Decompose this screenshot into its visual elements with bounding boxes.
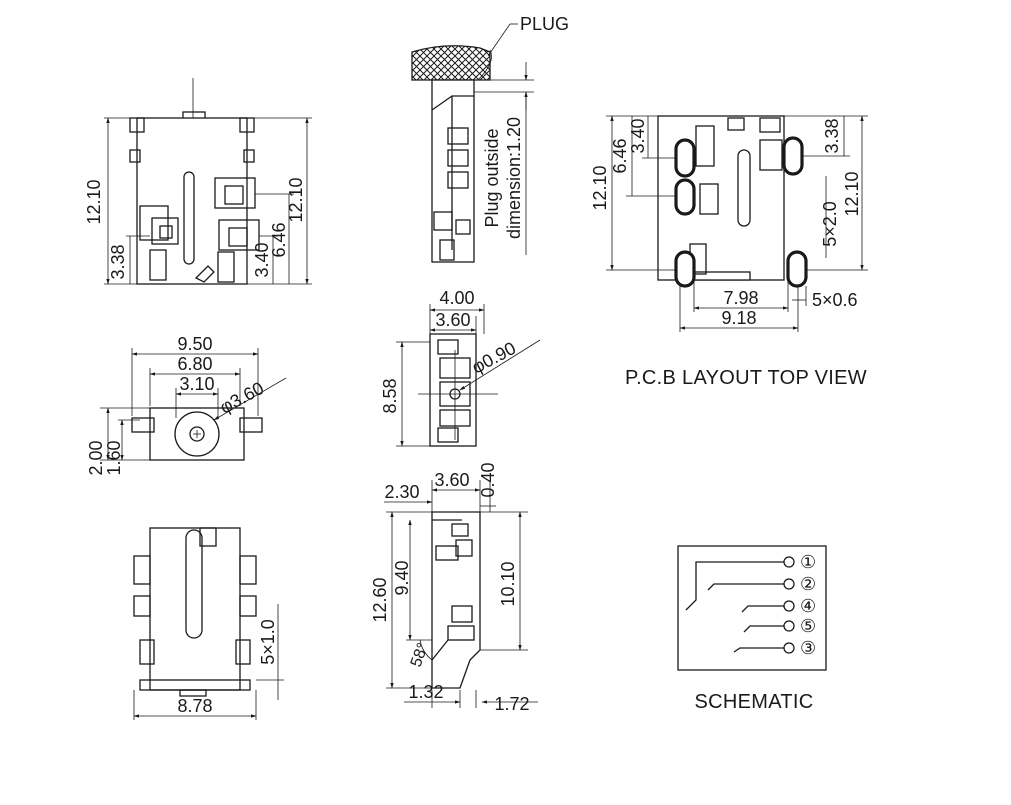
dim-front-width-3: 3.10 bbox=[179, 374, 214, 394]
dim-pcb-left-mid: 6.46 bbox=[610, 138, 630, 173]
dim-section-width-2: 3.60 bbox=[434, 470, 469, 490]
pcb-pad bbox=[674, 178, 696, 216]
schematic-caption: SCHEMATIC bbox=[695, 691, 814, 713]
pcb-layout-caption: P.C.B LAYOUT TOP VIEW bbox=[625, 367, 867, 389]
dim-side-right-mid: 6.46 bbox=[269, 222, 289, 257]
dim-section-height-2: 9.40 bbox=[392, 560, 412, 595]
pcb-pad bbox=[674, 250, 696, 288]
dim-front-width-1: 9.50 bbox=[177, 334, 212, 354]
dim-side-left-height: 12.10 bbox=[84, 179, 104, 224]
pin-label: ① bbox=[800, 552, 816, 572]
dim-front-width-2: 6.80 bbox=[177, 354, 212, 374]
pcb-layout-view: 12.10 6.46 3.40 3.38 12.10 5×2.0 7.98 9.… bbox=[590, 115, 868, 389]
pin-label: ④ bbox=[800, 596, 816, 616]
dim-pcb-right-height: 12.10 bbox=[842, 171, 862, 216]
dim-section-bottom-2: 1.72 bbox=[494, 694, 529, 714]
dim-pcb-pad: 5×0.6 bbox=[812, 290, 858, 310]
dim-top-width-2: 3.60 bbox=[435, 310, 470, 330]
dim-top-width-1: 4.00 bbox=[439, 288, 474, 308]
dim-pcb-left-height: 12.10 bbox=[590, 165, 610, 210]
dim-section-width-1: 2.30 bbox=[384, 482, 419, 502]
dim-section-height-1: 12.60 bbox=[370, 577, 390, 622]
pcb-pad bbox=[674, 138, 696, 178]
front-view: 9.50 6.80 3.10 φ3.60 2.00 1.60 bbox=[86, 334, 287, 476]
dim-side-left-low: 3.38 bbox=[108, 244, 128, 279]
dim-section-bottom-1: 1.32 bbox=[408, 682, 443, 702]
dim-pcb-width-inner: 7.98 bbox=[723, 288, 758, 308]
plug-label: PLUG bbox=[520, 14, 569, 34]
plug-section-view: PLUG Plug outside dimension:1.20 bbox=[411, 14, 569, 263]
pcb-pad bbox=[782, 136, 804, 176]
dim-front-height-2: 1.60 bbox=[104, 440, 124, 475]
dim-section-angle: 58° bbox=[408, 641, 432, 670]
dim-side-right-low: 3.40 bbox=[252, 242, 272, 277]
pin-label: ② bbox=[800, 574, 816, 594]
dim-pcb-left-top: 3.40 bbox=[628, 118, 648, 153]
dim-top-height: 8.58 bbox=[380, 378, 400, 413]
side-view: 12.10 3.38 12.10 6.46 3.40 bbox=[84, 78, 312, 285]
dim-pcb-right-pitch: 5×2.0 bbox=[820, 201, 840, 247]
pin-label: ⑤ bbox=[800, 616, 816, 636]
plug-outside-label-2: dimension:1.20 bbox=[504, 117, 524, 239]
dim-pcb-width-outer: 9.18 bbox=[721, 308, 756, 328]
dim-section-width-3: 0.40 bbox=[478, 462, 498, 497]
bottom-view: 8.78 5×1.0 bbox=[133, 527, 284, 720]
dim-bottom-width: 8.78 bbox=[177, 696, 212, 716]
section-view: 2.30 3.60 0.40 12.60 9.40 10.10 58° 1.32… bbox=[370, 462, 538, 714]
top-view: 4.00 3.60 8.58 φ0.90 bbox=[380, 288, 541, 447]
dim-section-height-3: 10.10 bbox=[498, 561, 518, 606]
dim-side-right-height: 12.10 bbox=[286, 177, 306, 222]
pcb-pad bbox=[786, 250, 808, 288]
dim-front-height-1: 2.00 bbox=[86, 440, 106, 475]
dim-pcb-right-top: 3.38 bbox=[822, 118, 842, 153]
dim-bottom-pitch: 5×1.0 bbox=[258, 619, 278, 665]
plug-outside-label-1: Plug outside bbox=[482, 128, 502, 227]
schematic: ① ② ④ ⑤ ③ SCHEMATIC bbox=[677, 545, 827, 713]
pin-label: ③ bbox=[800, 638, 816, 658]
